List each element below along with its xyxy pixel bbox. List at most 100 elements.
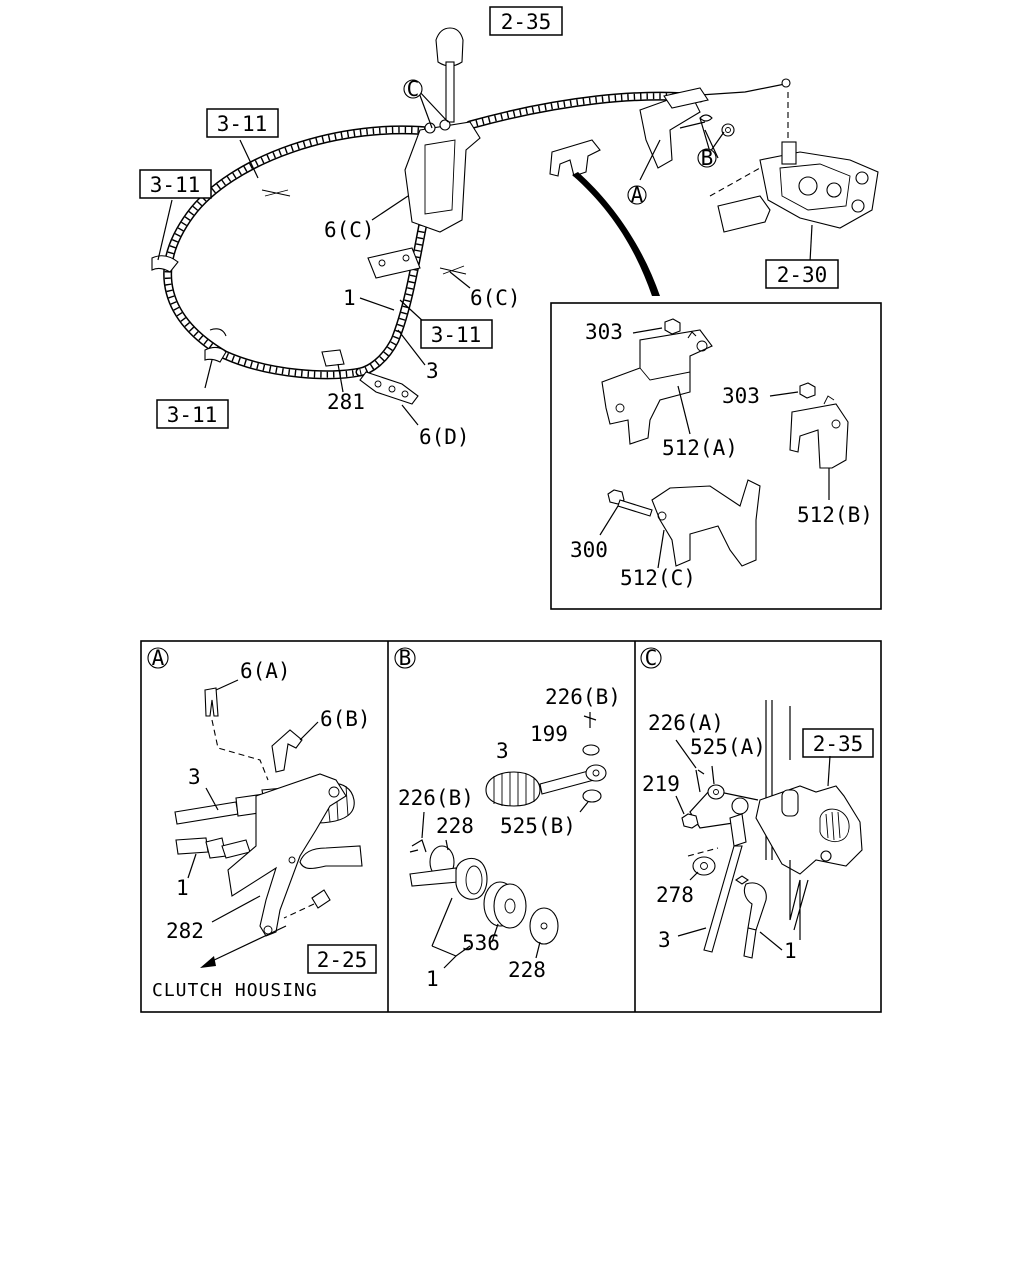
detail-a: A 6(A) 6(B) 3 1 — [147, 646, 377, 1001]
label-pad-6d: 6(D) — [419, 425, 470, 449]
detail-b-cable-1 — [409, 857, 488, 900]
label-219: 219 — [642, 772, 680, 796]
svg-text:2-35: 2-35 — [501, 10, 552, 34]
shift-lever-base — [367, 119, 481, 279]
svg-text:2-25: 2-25 — [317, 948, 368, 972]
bracket-512a — [601, 329, 713, 445]
label-6a: 6(A) — [240, 659, 291, 683]
detail-c-cable-1 — [735, 875, 783, 959]
detail-b-cable-3 — [485, 764, 607, 807]
bracket-512-small — [549, 139, 601, 177]
ref-box-3-11-lower-left[interactable]: 3-11 — [156, 399, 229, 429]
label-b-3: 3 — [496, 739, 509, 763]
detail-c: C 2-35 226(A) 525(A) — [640, 646, 874, 963]
label-228-top: 228 — [436, 814, 474, 838]
washer-278 — [687, 847, 719, 881]
label-226a: 226(A) — [648, 711, 724, 735]
ref-box-2-25[interactable]: 2-25 — [307, 944, 377, 974]
clip-6a — [204, 679, 269, 781]
svg-text:2-30: 2-30 — [777, 263, 828, 287]
label-512c: 512(C) — [620, 566, 696, 590]
inset-pointer — [572, 172, 660, 296]
svg-text:3-11: 3-11 — [431, 323, 482, 347]
label-303-right: 303 — [722, 384, 760, 408]
label-536: 536 — [462, 931, 500, 955]
label-a-3: 3 — [188, 765, 201, 789]
svg-text:B: B — [701, 146, 714, 170]
nut-303-right — [769, 382, 816, 399]
detail-panels-frame — [140, 640, 882, 1013]
pin-226b-left — [409, 811, 427, 853]
clutch-housing-caption: CLUTCH HOUSING — [152, 980, 318, 1001]
svg-text:C: C — [407, 77, 420, 101]
detail-marker-c[interactable]: C — [403, 77, 423, 101]
shift-tower-housing — [689, 755, 863, 940]
main-assembly: 2-35 3-11 3-11 3-11 3-11 2-30 6(C) 6(C) … — [139, 6, 879, 449]
label-226b-top: 226(B) — [545, 685, 621, 709]
ref-box-3-11-left[interactable]: 3-11 — [139, 169, 212, 199]
label-a-1: 1 — [176, 876, 189, 900]
clutch-housing-arrow — [209, 925, 287, 963]
label-c-3: 3 — [658, 928, 671, 952]
label-cable-3: 3 — [426, 359, 439, 383]
nut-219 — [675, 795, 699, 829]
bracket-inset: 512(A) 303 303 512(B) 300 512(C) — [550, 302, 882, 610]
svg-text:C: C — [645, 646, 658, 670]
main-leaders — [157, 89, 725, 426]
label-512a: 512(A) — [662, 436, 738, 460]
svg-text:A: A — [631, 183, 644, 207]
washer-199 — [582, 744, 600, 756]
label-6b: 6(B) — [320, 707, 371, 731]
clutch-housing-arrowhead — [200, 956, 216, 968]
ref-box-3-11-upper[interactable]: 3-11 — [206, 108, 279, 138]
svg-text:2-35: 2-35 — [813, 732, 864, 756]
detail-b-marker: B — [394, 646, 416, 670]
bushing-536 — [483, 881, 527, 943]
label-226b-left: 226(B) — [398, 786, 474, 810]
detail-a-bolt — [283, 889, 331, 919]
detail-a-marker: A — [147, 646, 169, 670]
washer-525b — [579, 789, 602, 813]
label-6c-upper: 6(C) — [324, 218, 375, 242]
label-6c-lower: 6(C) — [470, 286, 521, 310]
detail-c-cable-3 — [677, 797, 749, 953]
ref-box-2-35-detail[interactable]: 2-35 — [802, 728, 874, 758]
label-clamp-281: 281 — [327, 390, 365, 414]
pin-226a — [675, 739, 705, 793]
ref-box-2-30[interactable]: 2-30 — [765, 259, 839, 289]
bolt-300 — [599, 489, 653, 536]
label-525b: 525(B) — [500, 814, 576, 838]
label-282: 282 — [166, 919, 204, 943]
detail-marker-b[interactable]: B — [697, 146, 717, 170]
washer-228-bottom — [529, 907, 559, 959]
label-525a: 525(A) — [690, 735, 766, 759]
svg-text:B: B — [399, 646, 412, 670]
shift-knob — [435, 27, 464, 123]
bracket-282 — [211, 773, 347, 937]
ref-box-3-11-center[interactable]: 3-11 — [420, 319, 493, 349]
label-228-bottom: 228 — [508, 958, 546, 982]
grommet-6c — [261, 189, 467, 275]
detail-b: B 226(B) 199 3 525(B) 226(B) 228 — [394, 646, 621, 991]
pad-6d — [359, 371, 419, 405]
svg-text:3-11: 3-11 — [150, 173, 201, 197]
pin-226b-top — [583, 712, 597, 728]
detail-b-bracket-1 — [431, 897, 471, 969]
clip-6b — [271, 721, 319, 773]
nut-303-upper — [632, 318, 681, 335]
label-300: 300 — [570, 538, 608, 562]
svg-text:3-11: 3-11 — [217, 112, 268, 136]
detail-a-cable-1 — [175, 837, 363, 879]
ref-box-2-35-top[interactable]: 2-35 — [489, 6, 563, 36]
washer-525a — [707, 765, 725, 800]
detail-marker-a[interactable]: A — [627, 183, 647, 207]
label-512b: 512(B) — [797, 503, 873, 527]
transmission-shift-tower — [709, 92, 879, 263]
detail-c-marker: C — [640, 646, 662, 670]
label-c-1: 1 — [784, 939, 797, 963]
bracket-512b — [789, 395, 849, 500]
label-199: 199 — [530, 722, 568, 746]
svg-text:A: A — [152, 646, 165, 670]
cable-clamps — [144, 174, 345, 367]
